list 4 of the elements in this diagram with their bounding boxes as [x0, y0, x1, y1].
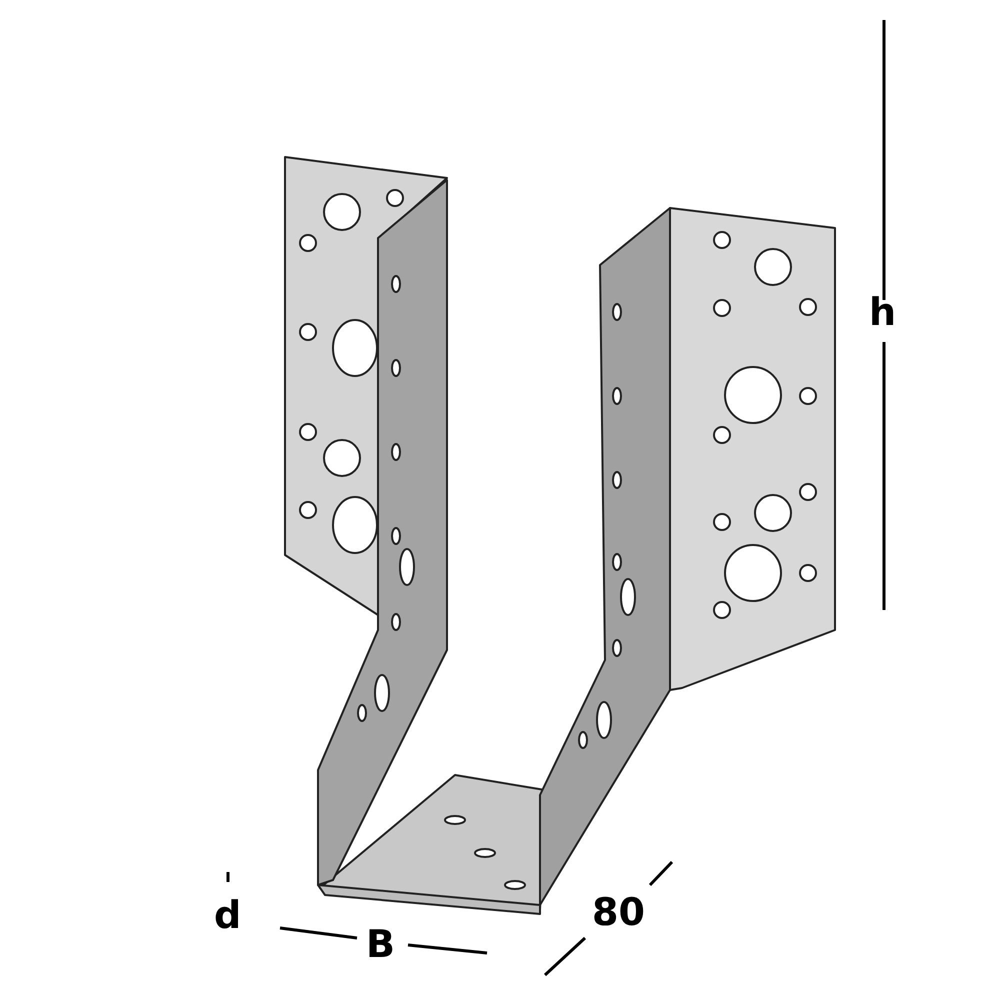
dimension-label: B — [366, 925, 395, 963]
dimension-label: h — [869, 293, 896, 331]
dimension-label: d — [214, 896, 242, 934]
dimension-label: 80 — [592, 893, 645, 931]
